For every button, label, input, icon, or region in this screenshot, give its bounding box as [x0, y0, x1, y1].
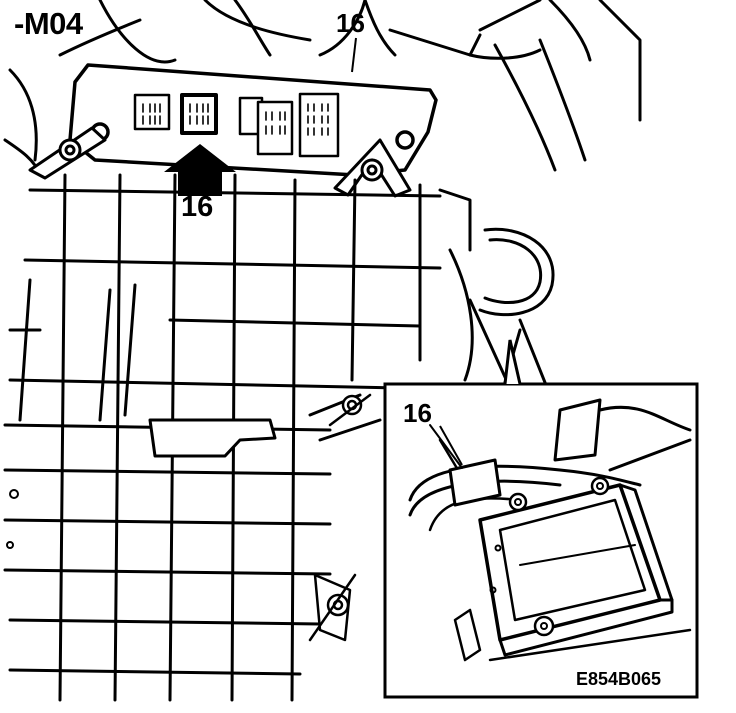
- grid-panel: [3, 173, 474, 702]
- leader-lines: [351, 37, 463, 466]
- figure-code: E854B065: [576, 669, 662, 689]
- upper-housing-outline: [3, 0, 642, 177]
- reference-label: -M04: [14, 6, 83, 41]
- connector-pins: [142, 103, 329, 136]
- grid-bolt-upper: [328, 393, 372, 427]
- pointer-arrow-icon: [164, 144, 236, 196]
- inset-module-view: [408, 398, 692, 662]
- mounting-bolt-left: [28, 126, 107, 180]
- grid-bolt-lower: [308, 573, 357, 642]
- grid-hole-2: [6, 541, 14, 549]
- control-module: [68, 63, 438, 177]
- callout-number-top: 16: [336, 8, 365, 38]
- grid-hole: [9, 489, 19, 499]
- callout-number-inset: 16: [403, 398, 432, 428]
- callout-number-arrow: 16: [181, 191, 214, 223]
